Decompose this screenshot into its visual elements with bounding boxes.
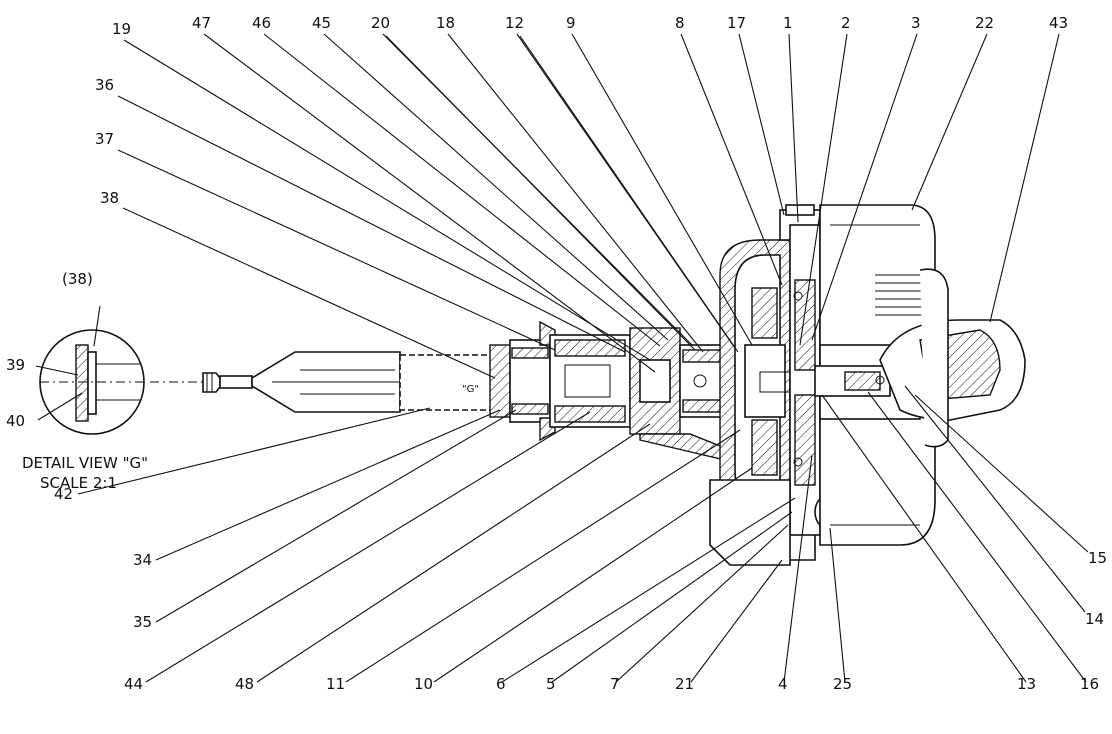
leader-18 — [447, 33, 704, 353]
leader-12-secondary — [519, 35, 739, 353]
leader-35 — [155, 409, 517, 623]
part-label-43: 43 — [1049, 14, 1068, 32]
part-label-46: 46 — [252, 14, 271, 32]
leader-43 — [989, 33, 1060, 323]
leader-38-detail — [93, 305, 101, 347]
leader-47 — [203, 33, 656, 373]
leader-39 — [35, 365, 79, 376]
leader-14 — [904, 385, 1086, 613]
leader-45 — [323, 33, 669, 341]
leader-5 — [551, 511, 793, 683]
leader-22 — [911, 33, 988, 211]
part-label-6: 6 — [496, 675, 506, 693]
part-label-18: 18 — [436, 14, 455, 32]
part-label-12: 12 — [505, 14, 524, 32]
part-label-37: 37 — [95, 130, 114, 148]
part-label-9: 9 — [566, 14, 576, 32]
detail-ref-label: (38) — [62, 270, 93, 288]
leader-19 — [123, 39, 651, 361]
part-label-48: 48 — [235, 675, 254, 693]
part-label-7: 7 — [610, 675, 620, 693]
part-label-36: 36 — [95, 76, 114, 94]
part-label-35: 35 — [133, 613, 152, 631]
part-label-10: 10 — [414, 675, 433, 693]
part-label-2: 2 — [841, 14, 851, 32]
leader-25 — [829, 527, 846, 683]
leader-36 — [117, 95, 626, 353]
collet-body — [489, 320, 726, 461]
leader-38 — [122, 207, 496, 379]
view-marker-g: "G" — [462, 384, 479, 395]
part-label-17: 17 — [727, 14, 746, 32]
detail-view-g: (38) 39 40 DETAIL VIEW "G" SCALE 2:1 — [6, 270, 148, 492]
leader-40 — [37, 392, 83, 421]
detail-caption-2: SCALE 2:1 — [40, 474, 117, 492]
leader-11 — [345, 429, 741, 683]
leader-17 — [738, 33, 785, 216]
leader-7 — [615, 524, 789, 683]
part-label-1: 1 — [783, 14, 793, 32]
tool-bit: "G" — [202, 351, 493, 413]
leader-16 — [867, 391, 1087, 683]
leader-48 — [256, 423, 651, 683]
leader-4 — [783, 454, 813, 683]
leader-6 — [501, 497, 796, 683]
leader-46 — [263, 33, 661, 347]
part-label-11: 11 — [326, 675, 345, 693]
label-39: 39 — [6, 356, 25, 374]
main-housing: A1 — [709, 204, 856, 566]
part-label-19: 19 — [112, 20, 131, 38]
leader-20-secondary — [385, 35, 696, 351]
leader-2 — [799, 33, 848, 346]
leader-15 — [914, 394, 1089, 553]
leader-8 — [680, 33, 783, 286]
part-label-21: 21 — [675, 675, 694, 693]
leader-10 — [433, 467, 753, 683]
leader-37 — [117, 149, 556, 351]
leader-42 — [77, 407, 431, 495]
part-label-4: 4 — [778, 675, 788, 693]
part-label-3: 3 — [911, 14, 921, 32]
leader-3 — [811, 33, 918, 341]
leader-34 — [155, 409, 501, 561]
part-label-34: 34 — [133, 551, 152, 569]
part-label-15: 15 — [1088, 549, 1107, 567]
leader-21 — [690, 559, 783, 683]
part-label-16: 16 — [1080, 675, 1099, 693]
label-40: 40 — [6, 412, 25, 430]
leader-1 — [788, 33, 799, 223]
detail-caption-1: DETAIL VIEW "G" — [22, 454, 148, 472]
motor-housing — [814, 204, 1026, 546]
part-label-45: 45 — [312, 14, 331, 32]
part-label-22: 22 — [975, 14, 994, 32]
part-label-20: 20 — [371, 14, 390, 32]
leader-lines — [77, 33, 1089, 683]
part-label-42: 42 — [54, 485, 73, 503]
part-label-38: 38 — [100, 189, 119, 207]
part-label-5: 5 — [546, 675, 556, 693]
part-label-47: 47 — [192, 14, 211, 32]
part-label-14: 14 — [1085, 610, 1104, 628]
leader-13 — [821, 394, 1027, 683]
part-label-8: 8 — [675, 14, 685, 32]
part-label-44: 44 — [124, 675, 143, 693]
leader-9 — [571, 33, 753, 346]
leader-44 — [145, 411, 591, 683]
part-label-25: 25 — [833, 675, 852, 693]
part-label-13: 13 — [1017, 675, 1036, 693]
